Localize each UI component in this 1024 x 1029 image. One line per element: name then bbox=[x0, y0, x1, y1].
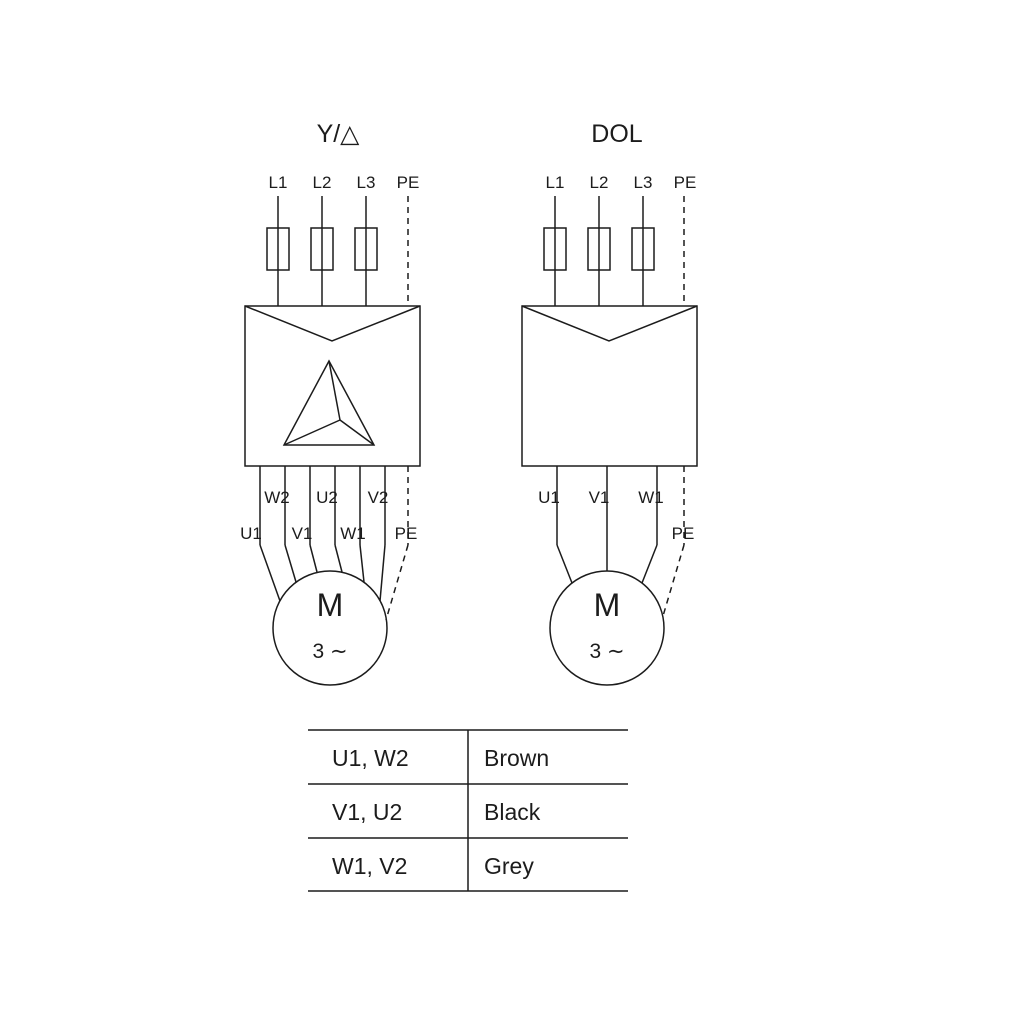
motor-phase-label: 3 ∼ bbox=[312, 640, 347, 663]
terminal-label-pe: PE bbox=[674, 173, 697, 192]
pe-wire-bottom bbox=[385, 544, 409, 621]
supply-wires bbox=[554, 196, 685, 306]
fuse-icons bbox=[543, 227, 655, 271]
terminal-label-l2: L2 bbox=[313, 173, 332, 192]
winding-label-v1: V1 bbox=[589, 488, 610, 507]
delta-symbol bbox=[282, 359, 376, 446]
winding-label-u2: U2 bbox=[316, 488, 338, 507]
star-delta-diagram: Y/△ L1 L2 L3 PE bbox=[240, 120, 421, 686]
motor-circle bbox=[549, 570, 665, 686]
starter-box bbox=[521, 305, 698, 467]
starter-box bbox=[244, 305, 421, 467]
terminal-label-l2: L2 bbox=[590, 173, 609, 192]
fuse-icon bbox=[266, 227, 290, 271]
motor-letter: M bbox=[317, 587, 344, 623]
fuse-icon bbox=[631, 227, 655, 271]
terminal-label-pe: PE bbox=[397, 173, 420, 192]
table-cell-color: Grey bbox=[484, 853, 534, 879]
motor-leads bbox=[556, 466, 685, 617]
table-row: W1, V2 Grey bbox=[332, 853, 534, 879]
motor-phase-label: 3 ∼ bbox=[589, 640, 624, 663]
chevron-icon bbox=[244, 305, 421, 342]
terminal-label-l1: L1 bbox=[546, 173, 565, 192]
terminal-label-l3: L3 bbox=[634, 173, 653, 192]
table-row: U1, W2 Brown bbox=[332, 745, 549, 771]
terminal-label-l1: L1 bbox=[269, 173, 288, 192]
table-row: V1, U2 Black bbox=[332, 799, 541, 825]
supply-wires bbox=[277, 196, 409, 306]
winding-label-w1: W1 bbox=[340, 524, 366, 543]
motor-leads bbox=[259, 466, 409, 621]
fuse-icon bbox=[587, 227, 611, 271]
motor-symbol: M 3 ∼ bbox=[549, 570, 665, 686]
motor-symbol: M 3 ∼ bbox=[272, 570, 388, 686]
pe-wire-bottom bbox=[662, 544, 685, 617]
terminal-label-l3: L3 bbox=[357, 173, 376, 192]
fuse-icons bbox=[266, 227, 378, 271]
chevron-icon bbox=[521, 305, 698, 342]
table-cell-terminals: V1, U2 bbox=[332, 799, 402, 825]
pe-bottom-label: PE bbox=[672, 524, 695, 543]
winding-label-v1: V1 bbox=[292, 524, 313, 543]
fuse-icon bbox=[310, 227, 334, 271]
motor-circle bbox=[272, 570, 388, 686]
pe-bottom-label: PE bbox=[395, 524, 418, 543]
winding-label-w1: W1 bbox=[638, 488, 664, 507]
winding-label-u1: U1 bbox=[538, 488, 560, 507]
fuse-icon bbox=[543, 227, 567, 271]
winding-label-u1: U1 bbox=[240, 524, 262, 543]
wire-color-table: U1, W2 Brown V1, U2 Black W1, V2 Grey bbox=[308, 729, 628, 892]
winding-label-w2: W2 bbox=[264, 488, 290, 507]
table-cell-color: Brown bbox=[484, 745, 549, 771]
table-cell-terminals: U1, W2 bbox=[332, 745, 409, 771]
motor-letter: M bbox=[594, 587, 621, 623]
dol-title: DOL bbox=[591, 120, 643, 148]
star-delta-title: Y/△ bbox=[317, 120, 361, 148]
table-cell-color: Black bbox=[484, 799, 541, 825]
winding-label-v2: V2 bbox=[368, 488, 389, 507]
dol-diagram: DOL L1 L2 L3 PE bbox=[521, 120, 698, 686]
fuse-icon bbox=[354, 227, 378, 271]
table-cell-terminals: W1, V2 bbox=[332, 853, 407, 879]
